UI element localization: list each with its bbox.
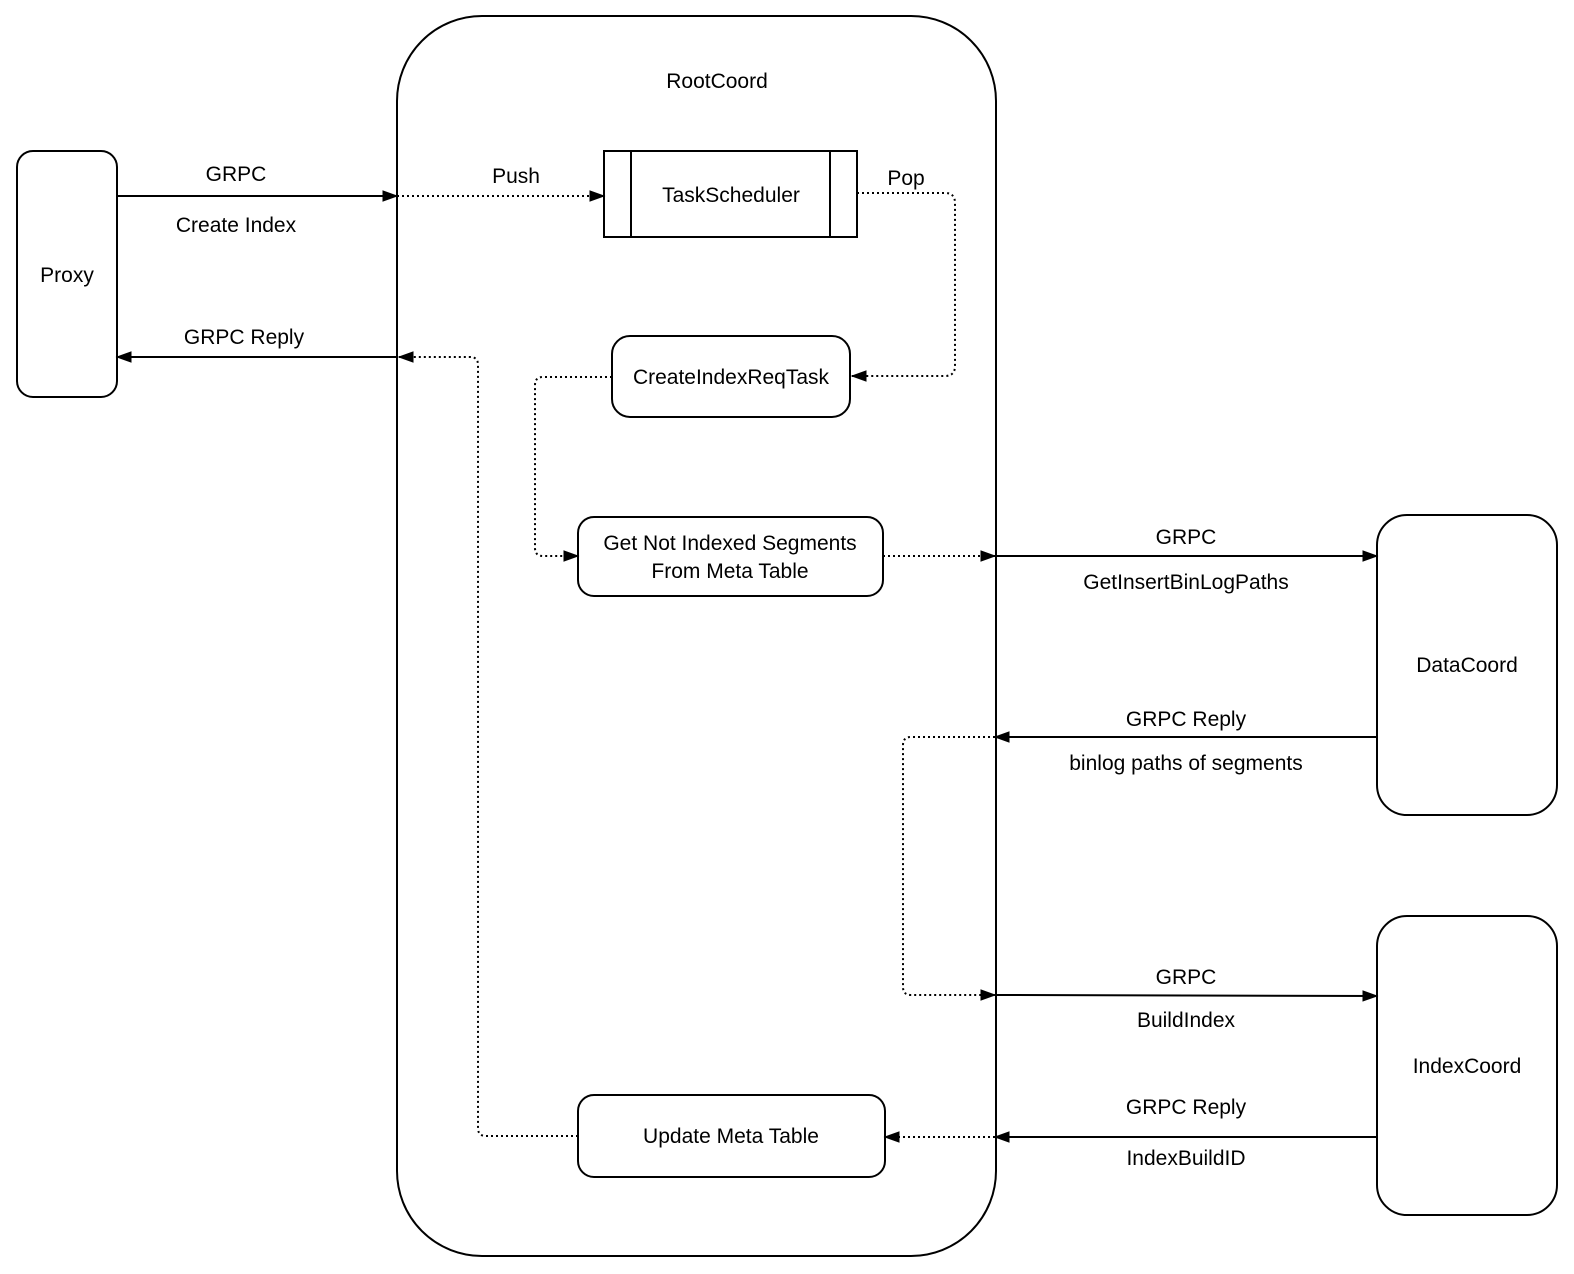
edge-pop: [850, 192, 956, 382]
indexcoord-label: IndexCoord: [1413, 1055, 1522, 1078]
edge-rootcoord-to-indexcoord: [994, 990, 1379, 1002]
edge-rootcoord-to-datacoord-protocol: GRPC: [1156, 526, 1217, 549]
proxy-label: Proxy: [40, 264, 94, 287]
get-not-indexed-segments-label-line1: Get Not Indexed Segments: [603, 532, 856, 555]
edge-rootcoord-to-indexcoord-protocol: GRPC: [1156, 966, 1217, 989]
edge-proxy-to-rootcoord-message: Create Index: [176, 214, 297, 237]
edge-datacoord-to-rootcoord-protocol: GRPC Reply: [1126, 708, 1247, 731]
edge-rootcoord-to-indexcoord-message: BuildIndex: [1137, 1009, 1236, 1032]
get-not-indexed-segments-label-line2: From Meta Table: [651, 560, 808, 583]
edge-updatemetatable-to-boundary: [397, 351, 578, 1137]
edge-pop-label: Pop: [887, 167, 924, 190]
indexcoord-node: [1376, 915, 1558, 1216]
task-scheduler-label: TaskScheduler: [662, 184, 800, 207]
task-scheduler-node: [603, 150, 858, 238]
edge-createindexreqtask-to-getnotindexed: [534, 376, 612, 562]
datacoord-node: [1376, 514, 1558, 816]
rootcoord-container: [396, 15, 997, 1257]
edge-rootcoord-to-datacoord-message: GetInsertBinLogPaths: [1083, 571, 1288, 594]
proxy-node: [16, 150, 118, 398]
datacoord-label: DataCoord: [1416, 654, 1518, 677]
edge-indexcoord-to-rootcoord-message: IndexBuildID: [1126, 1147, 1245, 1170]
edge-datacoord-to-rootcoord-message: binlog paths of segments: [1069, 752, 1302, 775]
get-not-indexed-segments-node: [577, 516, 884, 597]
create-index-req-task-label: CreateIndexReqTask: [633, 366, 830, 389]
edge-rootcoord-to-proxy-protocol: GRPC Reply: [184, 326, 305, 349]
rootcoord-label: RootCoord: [666, 70, 768, 93]
update-meta-table-label: Update Meta Table: [643, 1125, 819, 1148]
edge-internal-reply-to-buildindex: [902, 736, 997, 1001]
edge-indexcoord-to-rootcoord-protocol: GRPC Reply: [1126, 1096, 1247, 1119]
edge-proxy-to-rootcoord-protocol: GRPC: [206, 163, 267, 186]
edge-push-label: Push: [492, 165, 540, 188]
